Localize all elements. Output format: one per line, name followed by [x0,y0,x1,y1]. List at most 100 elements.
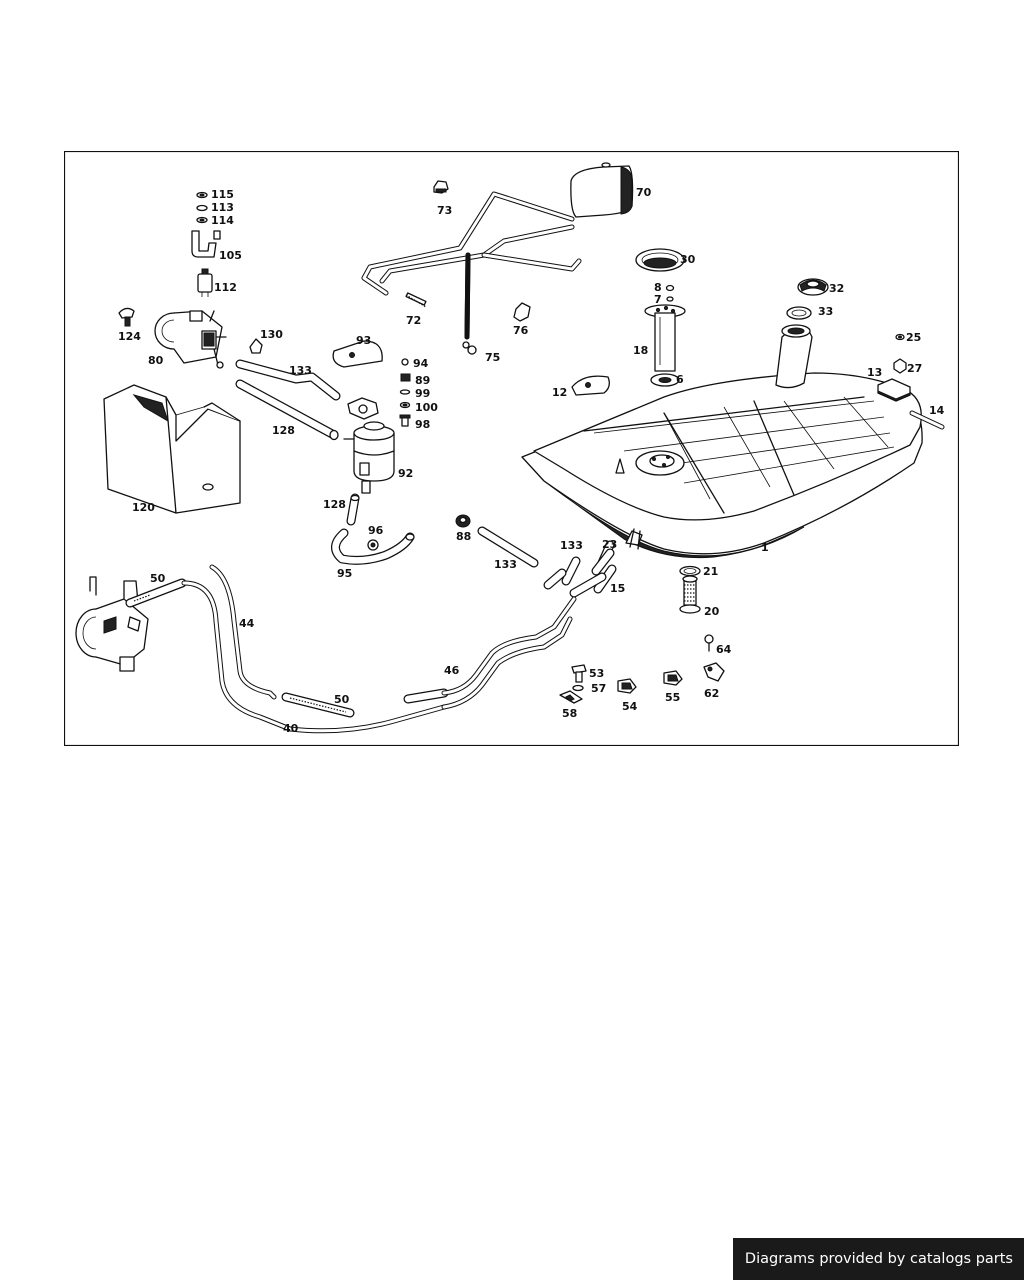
label-46: 46 [444,664,460,677]
label-58: 58 [562,707,577,720]
hose-133-mid [477,526,539,568]
grommet-88 [455,514,471,528]
label-70: 70 [636,186,652,199]
label-21: 21 [703,565,718,578]
label-27: 27 [907,362,922,375]
hardware-94-98 [399,358,411,427]
label-50-lower: 50 [334,693,350,706]
label-120: 120 [132,501,155,514]
label-18: 18 [633,344,648,357]
small-parts-8-7 [665,284,675,302]
small-parts-25-27 [893,333,907,374]
label-57: 57 [591,682,606,695]
label-44: 44 [239,617,255,630]
seal-21 [679,565,701,577]
clip-130 [249,338,263,354]
label-128-left: 128 [272,424,295,437]
bolt-53 [571,664,587,683]
label-14: 14 [929,404,945,417]
clamp-55 [663,670,683,686]
clip-76 [513,302,531,322]
ring-33 [786,306,812,320]
label-13: 13 [867,366,882,379]
pad-93 [332,340,383,368]
clamp-54 [617,678,637,694]
label-95: 95 [337,567,352,580]
label-62: 62 [704,687,719,700]
label-98: 98 [415,418,430,431]
hose-50-lower [281,688,449,718]
label-133-mid: 133 [494,558,517,571]
label-32: 32 [829,282,844,295]
label-133-right: 133 [560,539,583,552]
label-50-upper: 50 [150,572,166,585]
label-124: 124 [118,330,141,343]
clip-58 [559,690,583,704]
washer-stack-115-114 [196,191,208,224]
fuel-line-46 [441,596,577,710]
label-53: 53 [589,667,604,680]
label-54: 54 [622,700,638,713]
label-113: 113 [211,201,234,214]
label-92: 92 [398,467,413,480]
vent-line-72 [361,191,582,340]
hose-128-short [346,493,360,526]
label-55: 55 [665,691,680,704]
label-94: 94 [413,357,429,370]
label-25: 25 [906,331,921,344]
relay-112 [197,268,213,297]
label-20: 20 [704,605,720,618]
clip-73 [433,180,449,194]
label-75: 75 [485,351,500,364]
banjo-75 [462,341,477,355]
gasket-30 [635,248,685,272]
parts-diagram: 115 113 114 105 112 124 80 130 133 128 1… [64,151,959,746]
bracket-105 [191,230,221,258]
label-7: 7 [654,293,662,306]
attribution-badge[interactable]: Diagrams provided by catalogs parts [732,1238,1024,1280]
hose-128-left [235,379,339,441]
label-128-short: 128 [323,498,346,511]
label-33: 33 [818,305,833,318]
label-112: 112 [214,281,237,294]
label-76: 76 [513,324,529,337]
label-72: 72 [406,314,421,327]
label-64: 64 [716,643,732,656]
pad-12 [571,375,610,396]
hose-133-left [235,359,341,401]
fuel-line-44-40 [181,564,447,734]
washer-57 [572,684,584,692]
label-12: 12 [552,386,567,399]
cap-32 [797,278,829,296]
part-labels: 115 113 114 105 112 124 80 130 133 128 1… [118,186,945,735]
bolt-124 [118,307,135,327]
label-23: 23 [602,538,617,551]
label-130: 130 [260,328,283,341]
label-133-left: 133 [289,364,312,377]
ring-6 [650,373,680,387]
label-115: 115 [211,188,234,201]
label-15: 15 [610,582,625,595]
strainer-20 [679,575,701,614]
label-30: 30 [680,253,696,266]
label-8: 8 [654,281,662,294]
label-73: 73 [437,204,452,217]
expansion-tank-70 [570,162,634,218]
label-96: 96 [368,524,384,537]
fuel-pump-80 [154,310,227,369]
fuel-filter-92 [343,397,395,494]
label-6: 6 [676,373,684,386]
filler-neck-1 [775,324,813,389]
hoses-133-23 [543,540,617,598]
label-105: 105 [219,249,242,262]
label-93: 93 [356,334,371,347]
hose-50-upper [125,578,187,608]
label-99: 99 [415,387,430,400]
screw-64 [704,634,714,652]
label-1: 1 [761,541,769,554]
hose-95 [331,528,415,565]
label-100: 100 [415,401,438,414]
label-114: 114 [211,214,234,227]
clip-62 [703,662,725,682]
rod-14 [909,410,945,430]
